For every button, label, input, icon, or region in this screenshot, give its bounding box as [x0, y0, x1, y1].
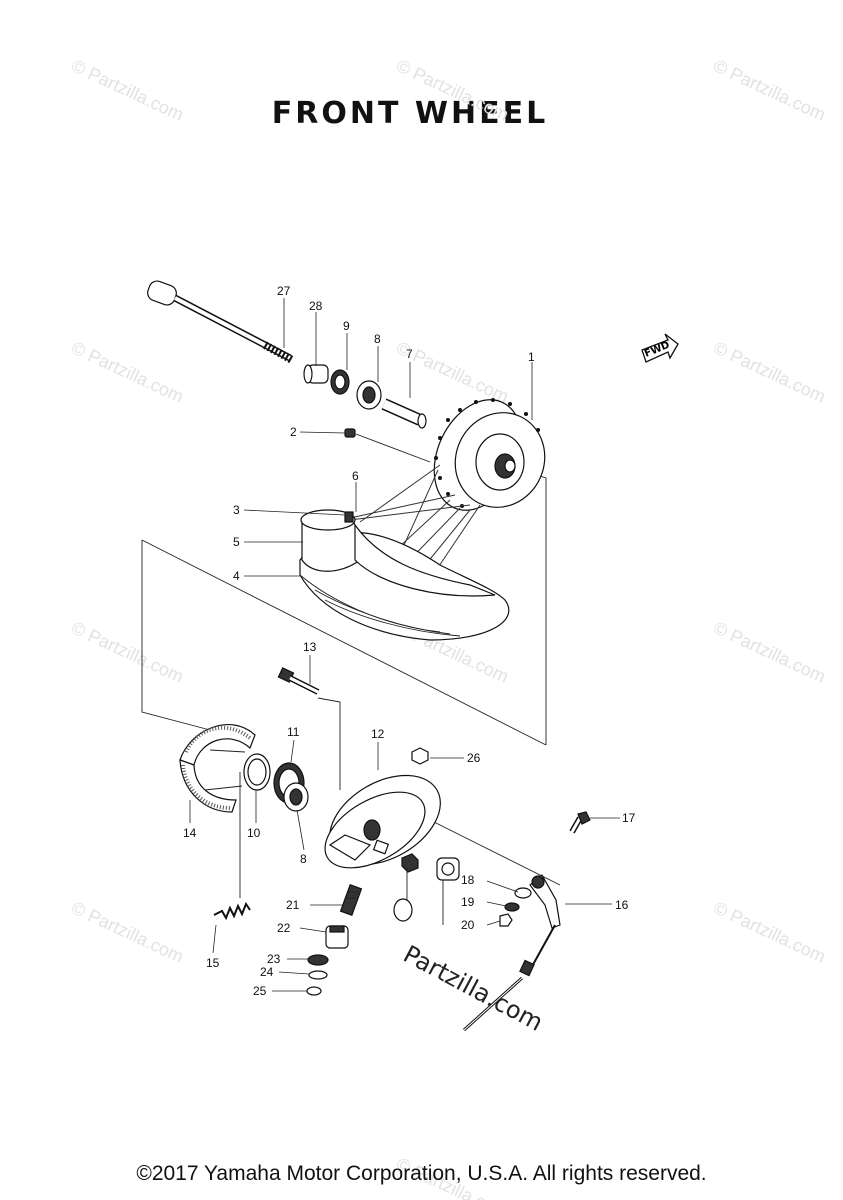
callout-14: 14 [183, 826, 197, 840]
brake-cam-lever [529, 874, 561, 929]
brake-camshaft [277, 667, 320, 695]
wheel-hub [433, 398, 546, 511]
watermark: © Partzilla.com [68, 617, 186, 686]
oil-seal [330, 369, 350, 395]
callout-8-lower: 8 [300, 852, 307, 866]
callout-20: 20 [461, 918, 475, 932]
front-axle [147, 280, 294, 364]
watermark: © Partzilla.com [68, 897, 186, 966]
watermark: © Partzilla.com [393, 55, 511, 124]
callout-21: 21 [286, 898, 300, 912]
callout-13: 13 [303, 640, 317, 654]
callout-4: 4 [233, 569, 240, 583]
copyright-notice: ©2017 Yamaha Motor Corporation, U.S.A. A… [136, 1162, 707, 1185]
brake-seal-ring [243, 753, 271, 791]
callout-22: 22 [277, 921, 291, 935]
watermark: © Partzilla.com [710, 337, 828, 406]
watermark: © Partzilla.com [710, 897, 828, 966]
o-ring [308, 970, 328, 980]
leader-lines [189, 298, 620, 992]
bearing-spacer [381, 398, 427, 429]
thrust-washer [307, 954, 329, 966]
axle-nut [393, 853, 419, 922]
watermark: © Partzilla.com [710, 617, 828, 686]
callout-8-upper: 8 [374, 332, 381, 346]
spokes [349, 464, 481, 575]
watermark: © Partzilla.com [710, 55, 828, 124]
callout-15: 15 [206, 956, 220, 970]
meter-bushing [325, 925, 349, 949]
brake-shoe-plate [324, 774, 441, 869]
spring-washer [504, 902, 520, 912]
callout-3: 3 [233, 503, 240, 517]
wheel-bearing-lower [283, 782, 309, 812]
watermark: © Partzilla.com [68, 55, 186, 124]
callout-24: 24 [260, 965, 274, 979]
diagram-title: FRONT WHEEL [271, 96, 549, 131]
wheel-bearing-upper [356, 380, 382, 410]
camshaft-bolt [569, 811, 591, 834]
brake-shoe [179, 724, 256, 813]
callout-18: 18 [461, 873, 475, 887]
return-spring [213, 901, 251, 921]
axle-collar [303, 364, 329, 384]
spoke-nipple [344, 428, 431, 463]
callout-1: 1 [528, 350, 535, 364]
circlip [306, 986, 322, 996]
fwd-arrow-icon: FWD [641, 333, 679, 363]
brake-cable [462, 924, 556, 1032]
callout-10: 10 [247, 826, 261, 840]
lever-washer [514, 887, 532, 899]
callout-26: 26 [467, 751, 481, 765]
callout-28: 28 [309, 299, 323, 313]
callout-5: 5 [233, 535, 240, 549]
callout-17: 17 [622, 811, 636, 825]
callout-6: 6 [352, 469, 359, 483]
brake-collar [436, 857, 460, 925]
callout-12: 12 [371, 727, 385, 741]
callout-2: 2 [290, 425, 297, 439]
callout-25: 25 [253, 984, 267, 998]
callout-19: 19 [461, 895, 475, 909]
wheel-rim [299, 509, 510, 641]
watermark: © Partzilla.com [68, 337, 186, 406]
callout-27: 27 [277, 284, 291, 298]
lever-nut [499, 913, 513, 927]
plate-nut [411, 747, 429, 765]
callout-11: 11 [287, 725, 300, 739]
callout-9: 9 [343, 319, 350, 333]
callout-7: 7 [406, 347, 413, 361]
meter-gear [339, 884, 363, 916]
callout-numbers: 1 2 3 4 5 6 7 8 8 9 10 11 12 13 14 15 16… [183, 284, 636, 998]
callout-23: 23 [267, 952, 281, 966]
tube-valve [344, 511, 354, 523]
callout-16: 16 [615, 898, 629, 912]
